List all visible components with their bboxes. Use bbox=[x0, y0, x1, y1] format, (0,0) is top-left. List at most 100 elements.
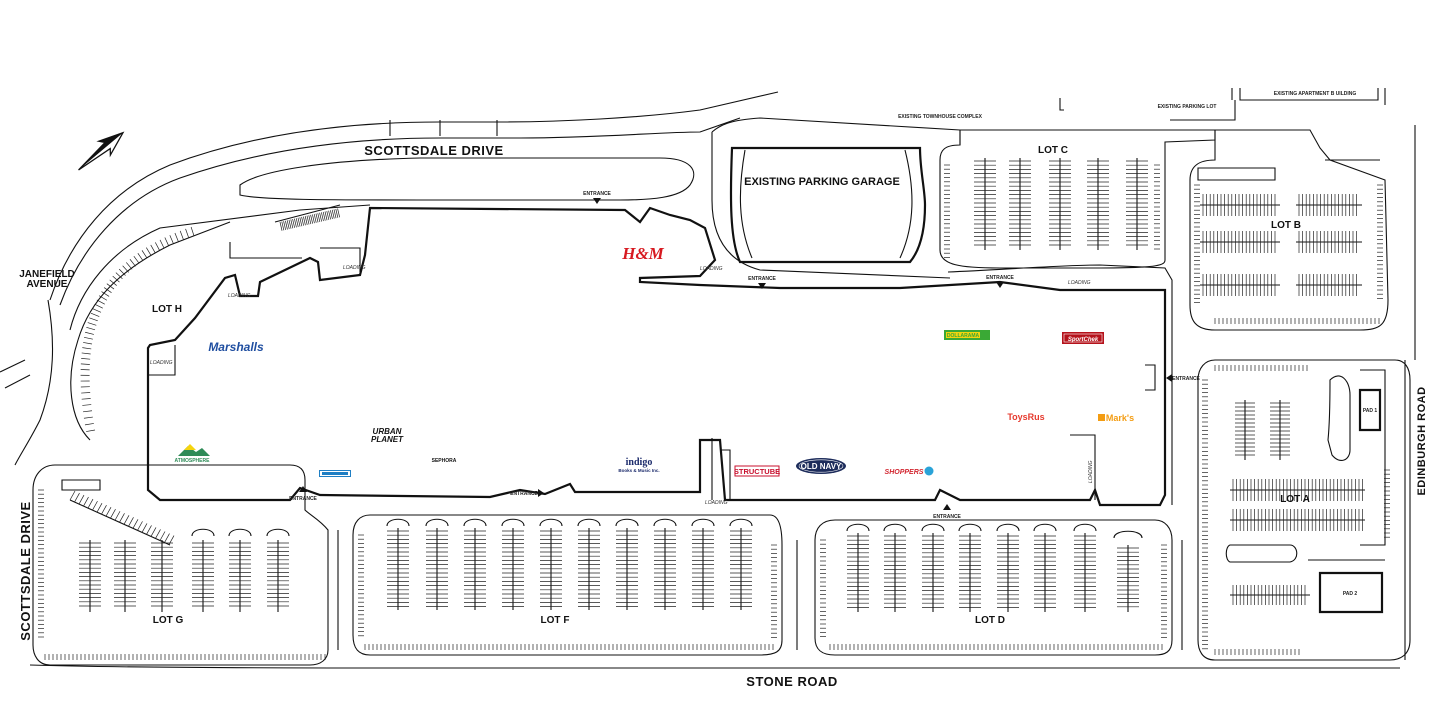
aisle-end-cap bbox=[539, 518, 563, 527]
svg-text:STRUCTUBE: STRUCTUBE bbox=[734, 467, 780, 476]
lot-g-label: LOT G bbox=[153, 615, 184, 626]
parking-stall-line bbox=[141, 523, 148, 533]
parking-stall-line bbox=[146, 247, 152, 256]
parking-stall-line bbox=[324, 211, 328, 221]
marks-logo[interactable]: Mark's bbox=[1098, 413, 1134, 423]
loading-label: LOADING bbox=[1088, 460, 1094, 483]
parking-stall-line bbox=[288, 219, 292, 229]
aisle-end-cap bbox=[691, 518, 715, 527]
svg-text:Mark's: Mark's bbox=[1106, 413, 1134, 423]
loading-label: LOADING bbox=[705, 500, 728, 506]
lot-c bbox=[939, 129, 1216, 269]
parking-stall-line bbox=[106, 283, 115, 290]
parking-stall-line bbox=[179, 230, 184, 240]
sephora-logo[interactable]: SEPHORA bbox=[432, 458, 457, 464]
parking-stall-line bbox=[109, 279, 117, 286]
aisle-end-cap bbox=[958, 523, 982, 532]
parking-stall-line bbox=[154, 242, 160, 251]
parking-stall-line bbox=[150, 527, 157, 537]
parking-stall-line bbox=[128, 517, 134, 527]
entrance-label: ENTRANCE bbox=[583, 191, 611, 197]
mall-building-outline bbox=[146, 206, 1167, 507]
svg-text:indigo: indigo bbox=[626, 457, 653, 468]
parking-stall-line bbox=[333, 209, 337, 219]
parking-stall-line bbox=[112, 275, 120, 283]
structube-logo[interactable]: STRUCTUBE bbox=[734, 465, 780, 477]
edinburgh-road-label: EDINBURGH ROAD bbox=[1416, 386, 1428, 495]
lot-b-stalls bbox=[1194, 184, 1383, 324]
old-navy-logo[interactable]: OLD NAVY bbox=[796, 458, 846, 474]
existing-parking-lot-label: EXISTING PARKING LOT bbox=[1158, 104, 1217, 110]
entrance-arrow-icon bbox=[593, 198, 601, 204]
sport-chek-logo[interactable]: SportChek bbox=[1062, 332, 1104, 344]
svg-text:ToysRus: ToysRus bbox=[1007, 412, 1044, 422]
urban-planet-logo-1[interactable]: URBAN bbox=[373, 427, 402, 436]
parking-stall-line bbox=[190, 226, 195, 236]
parking-stall-line bbox=[103, 287, 112, 293]
lot-d-stalls bbox=[820, 523, 1167, 650]
parking-stall-line bbox=[74, 492, 80, 503]
parking-stall-line bbox=[337, 208, 340, 218]
parking-stall-line bbox=[80, 363, 90, 365]
pad-2-building: PAD 2 bbox=[1318, 571, 1384, 614]
parking-stall-line bbox=[315, 213, 319, 223]
parking-stall-line bbox=[69, 499, 171, 546]
aisle-end-cap bbox=[463, 518, 487, 527]
entrance-arrow-icon bbox=[996, 282, 1004, 288]
parking-stall-line bbox=[137, 253, 144, 261]
aisle-end-cap bbox=[191, 528, 215, 537]
parking-stall-line bbox=[81, 398, 91, 400]
entrance-label: ENTRANCE bbox=[510, 491, 538, 497]
parking-stall-line bbox=[322, 211, 326, 221]
atmosphere-logo[interactable]: ATMOSPHERE bbox=[175, 444, 211, 464]
entrance-arrow-icon bbox=[1166, 374, 1172, 382]
parking-stall-line bbox=[174, 232, 179, 242]
small-store-logo[interactable] bbox=[319, 470, 351, 477]
indigo-logo[interactable]: indigo Books & Music Inc. bbox=[618, 457, 659, 473]
parking-stall-line bbox=[81, 392, 91, 394]
parking-stall-line bbox=[301, 216, 304, 226]
lot-g-stalls bbox=[38, 489, 326, 660]
parking-stall-line bbox=[292, 218, 295, 228]
aisle-end-cap bbox=[425, 518, 449, 527]
parking-stall-line bbox=[86, 327, 96, 331]
svg-text:OLD NAVY: OLD NAVY bbox=[801, 462, 842, 471]
parking-stall-line bbox=[81, 358, 91, 360]
parking-stall-line bbox=[119, 513, 125, 523]
hm-logo[interactable]: H&M bbox=[621, 244, 664, 263]
parking-stall-line bbox=[168, 535, 175, 545]
parking-stall-line bbox=[330, 210, 333, 220]
entrance-label: ENTRANCE bbox=[986, 275, 1014, 281]
parking-stall-line bbox=[101, 291, 110, 297]
parking-stall-line bbox=[92, 500, 98, 511]
parking-stall-line bbox=[286, 220, 290, 230]
parking-stall-line bbox=[159, 531, 166, 541]
parking-stall-line bbox=[335, 208, 339, 218]
parking-stall-line bbox=[101, 505, 107, 515]
parking-stall-line bbox=[82, 404, 92, 406]
toys-r-us-logo[interactable]: ToysRus bbox=[1007, 412, 1044, 422]
parking-stall-line bbox=[132, 519, 139, 529]
lot-d bbox=[337, 519, 1183, 656]
stone-road-label: STONE ROAD bbox=[746, 674, 837, 689]
marshalls-logo[interactable]: Marshalls bbox=[208, 340, 264, 354]
lot-f bbox=[352, 514, 783, 656]
dollarama-logo[interactable]: DOLLARAMA bbox=[944, 330, 990, 340]
lot-h-north-parking bbox=[229, 204, 361, 272]
parking-stall-line bbox=[164, 533, 170, 543]
parking-stall-line bbox=[308, 215, 312, 225]
parking-stall-line bbox=[85, 331, 94, 335]
parking-stall-line bbox=[114, 511, 121, 521]
lot-c-label: LOT C bbox=[1038, 145, 1068, 156]
aisle-end-cap bbox=[921, 523, 945, 532]
janefield-label-2: AVENUE bbox=[27, 279, 68, 290]
lot-h-label: LOT H bbox=[152, 304, 182, 315]
urban-planet-logo-2[interactable]: PLANET bbox=[371, 435, 404, 444]
lot-f-label: LOT F bbox=[541, 615, 570, 626]
parking-stall-line bbox=[331, 209, 335, 219]
lot-a-label: LOT A bbox=[1280, 494, 1310, 505]
shoppers-logo[interactable]: SHOPPERS bbox=[885, 466, 934, 477]
parking-stall-line bbox=[317, 213, 321, 223]
lot-d-label: LOT D bbox=[975, 615, 1005, 626]
